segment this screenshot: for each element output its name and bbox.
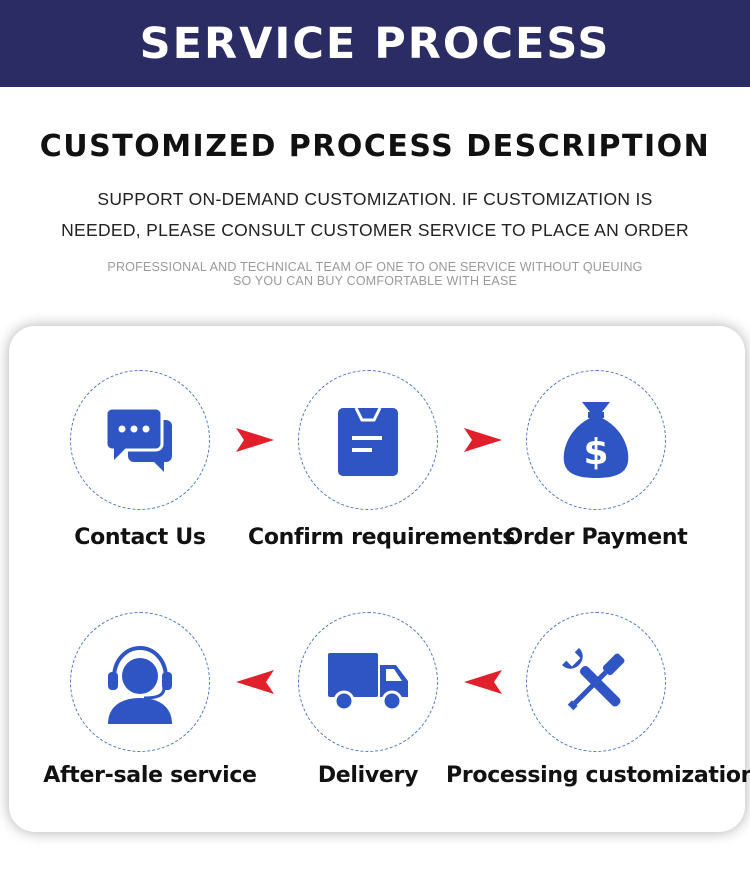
chat-icon — [104, 406, 172, 472]
step-label-contact-us: Contact Us — [74, 525, 206, 550]
step-label-order-payment: Order Payment — [504, 525, 688, 550]
step-delivery — [298, 612, 438, 752]
note-line-2: SO YOU CAN BUY COMFORTABLE WITH EASE — [232, 274, 518, 288]
arrow-left-icon — [236, 670, 274, 694]
step-label-processing-customization: Processing customization — [446, 763, 750, 788]
step-label-after-sale-service: After-sale service — [43, 763, 257, 788]
header-banner: SERVICE PROCESS — [0, 0, 750, 87]
step-contact-us — [70, 370, 210, 510]
arrow-right-icon — [464, 428, 502, 452]
page-title: SERVICE PROCESS — [139, 18, 611, 69]
step-order-payment: $ — [526, 370, 666, 510]
step-after-sale-service — [70, 612, 210, 752]
intro-line-1: SUPPORT ON-DEMAND CUSTOMIZATION. IF CUST… — [97, 189, 653, 209]
arrow-right-icon — [236, 428, 274, 452]
headset-icon — [108, 645, 172, 724]
tools-icon — [562, 648, 625, 711]
step-label-delivery: Delivery — [317, 763, 419, 788]
step-confirm-requirements — [298, 370, 438, 510]
step-label-confirm-requirements: Confirm requirements — [248, 525, 516, 550]
process-card: Contact Us Confirm requirements $ Order … — [9, 326, 750, 832]
clipboard-icon — [338, 407, 398, 476]
money-bag-icon: $ — [563, 402, 629, 478]
intro-line-2: NEEDED, PLEASE CONSULT CUSTOMER SERVICE … — [61, 220, 689, 240]
arrow-left-icon — [464, 670, 502, 694]
section-heading: CUSTOMIZED PROCESS DESCRIPTION — [39, 129, 711, 164]
note-line-1: PROFESSIONAL AND TECHNICAL TEAM OF ONE T… — [107, 260, 643, 274]
svg-text:$: $ — [583, 432, 608, 473]
truck-icon — [328, 653, 408, 712]
step-processing-customization — [526, 612, 666, 752]
